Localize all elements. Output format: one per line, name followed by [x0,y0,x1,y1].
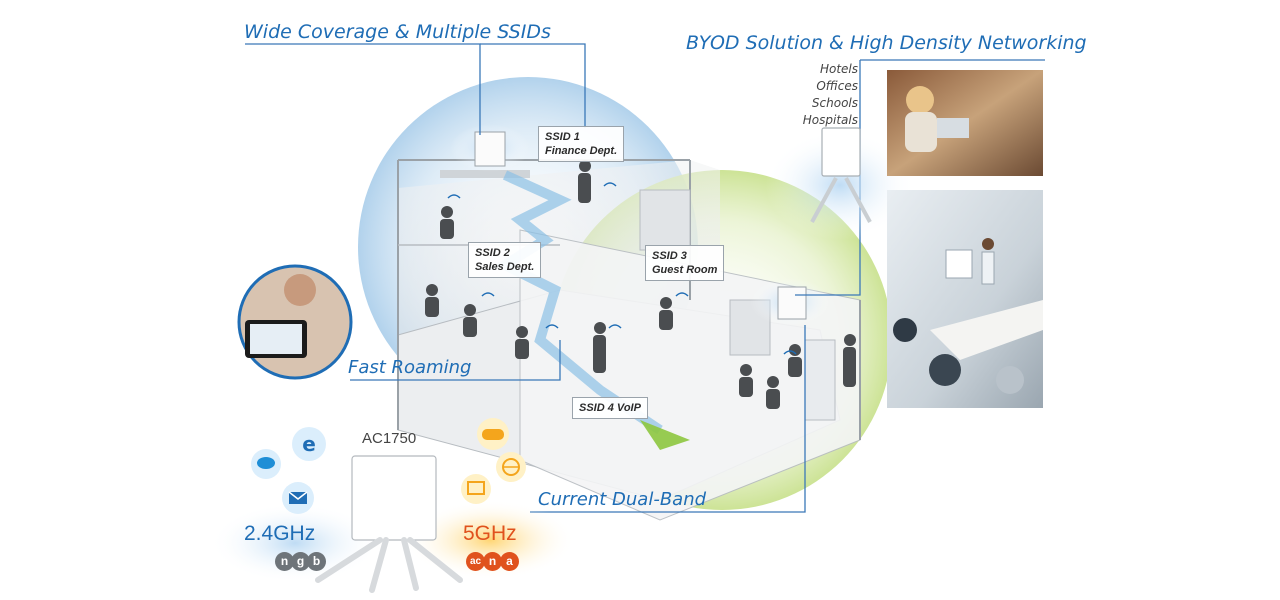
ssid-name: SSID 2 [475,247,510,259]
callout-wide-coverage: Wide Coverage & Multiple SSIDs [244,21,551,43]
ssid-name: SSID 4 VoIP [579,402,641,414]
office-workers [425,160,856,409]
gamepad-icon [477,418,509,450]
ssid-group: Sales Dept. [475,261,535,273]
product-model: AC1750 [362,430,417,447]
standard-chip: b [307,552,326,571]
venue-item: Schools [811,96,858,110]
ssid-group: Finance Dept. [545,145,618,157]
callout-dual-band: Current Dual-Band [538,489,707,510]
ssid-group: Guest Room [652,264,718,276]
band-5ghz-label: 5GHz [463,522,517,545]
venue-item: Offices [816,79,858,93]
dual-band-product [210,455,575,593]
svg-text:e: e [302,432,316,456]
ssid-name: SSID 3 [652,250,687,262]
standard-chip: n [483,552,502,571]
venue-list: Hotels Offices Schools Hospitals [780,61,858,129]
media-icon [461,474,491,504]
ceiling-access-point-1 [450,124,530,172]
ceiling-access-point-2 [750,278,830,326]
wifi-icons [447,182,797,355]
classroom-photo [887,70,1043,176]
internet-explorer-icon: e [292,427,326,461]
ssid-2-label: SSID 2 Sales Dept. [468,242,542,278]
band-2-4ghz-label: 2.4GHz [244,522,316,545]
byod-access-point [765,127,915,240]
globe-phone-icon [496,452,526,482]
callout-byod: BYOD Solution & High Density Networking [686,32,1087,54]
ssid-4-label: SSID 4 VoIP [572,397,648,419]
ssid-name: SSID 1 [545,131,580,143]
ssid-3-label: SSID 3 Guest Room [645,245,725,281]
email-icon [282,482,314,514]
standard-chip: ac [466,552,485,571]
standard-chip: n [275,552,294,571]
phone-inset [237,264,353,380]
ssid-1-label: SSID 1 Finance Dept. [538,126,625,162]
meeting-photo [887,190,1043,408]
venue-item: Hotels [819,62,858,76]
standard-chip: g [291,552,310,571]
chat-icon [251,449,281,479]
standard-chip: a [500,552,519,571]
callout-fast-roaming: Fast Roaming [348,357,472,378]
venue-item: Hospitals [802,113,858,127]
